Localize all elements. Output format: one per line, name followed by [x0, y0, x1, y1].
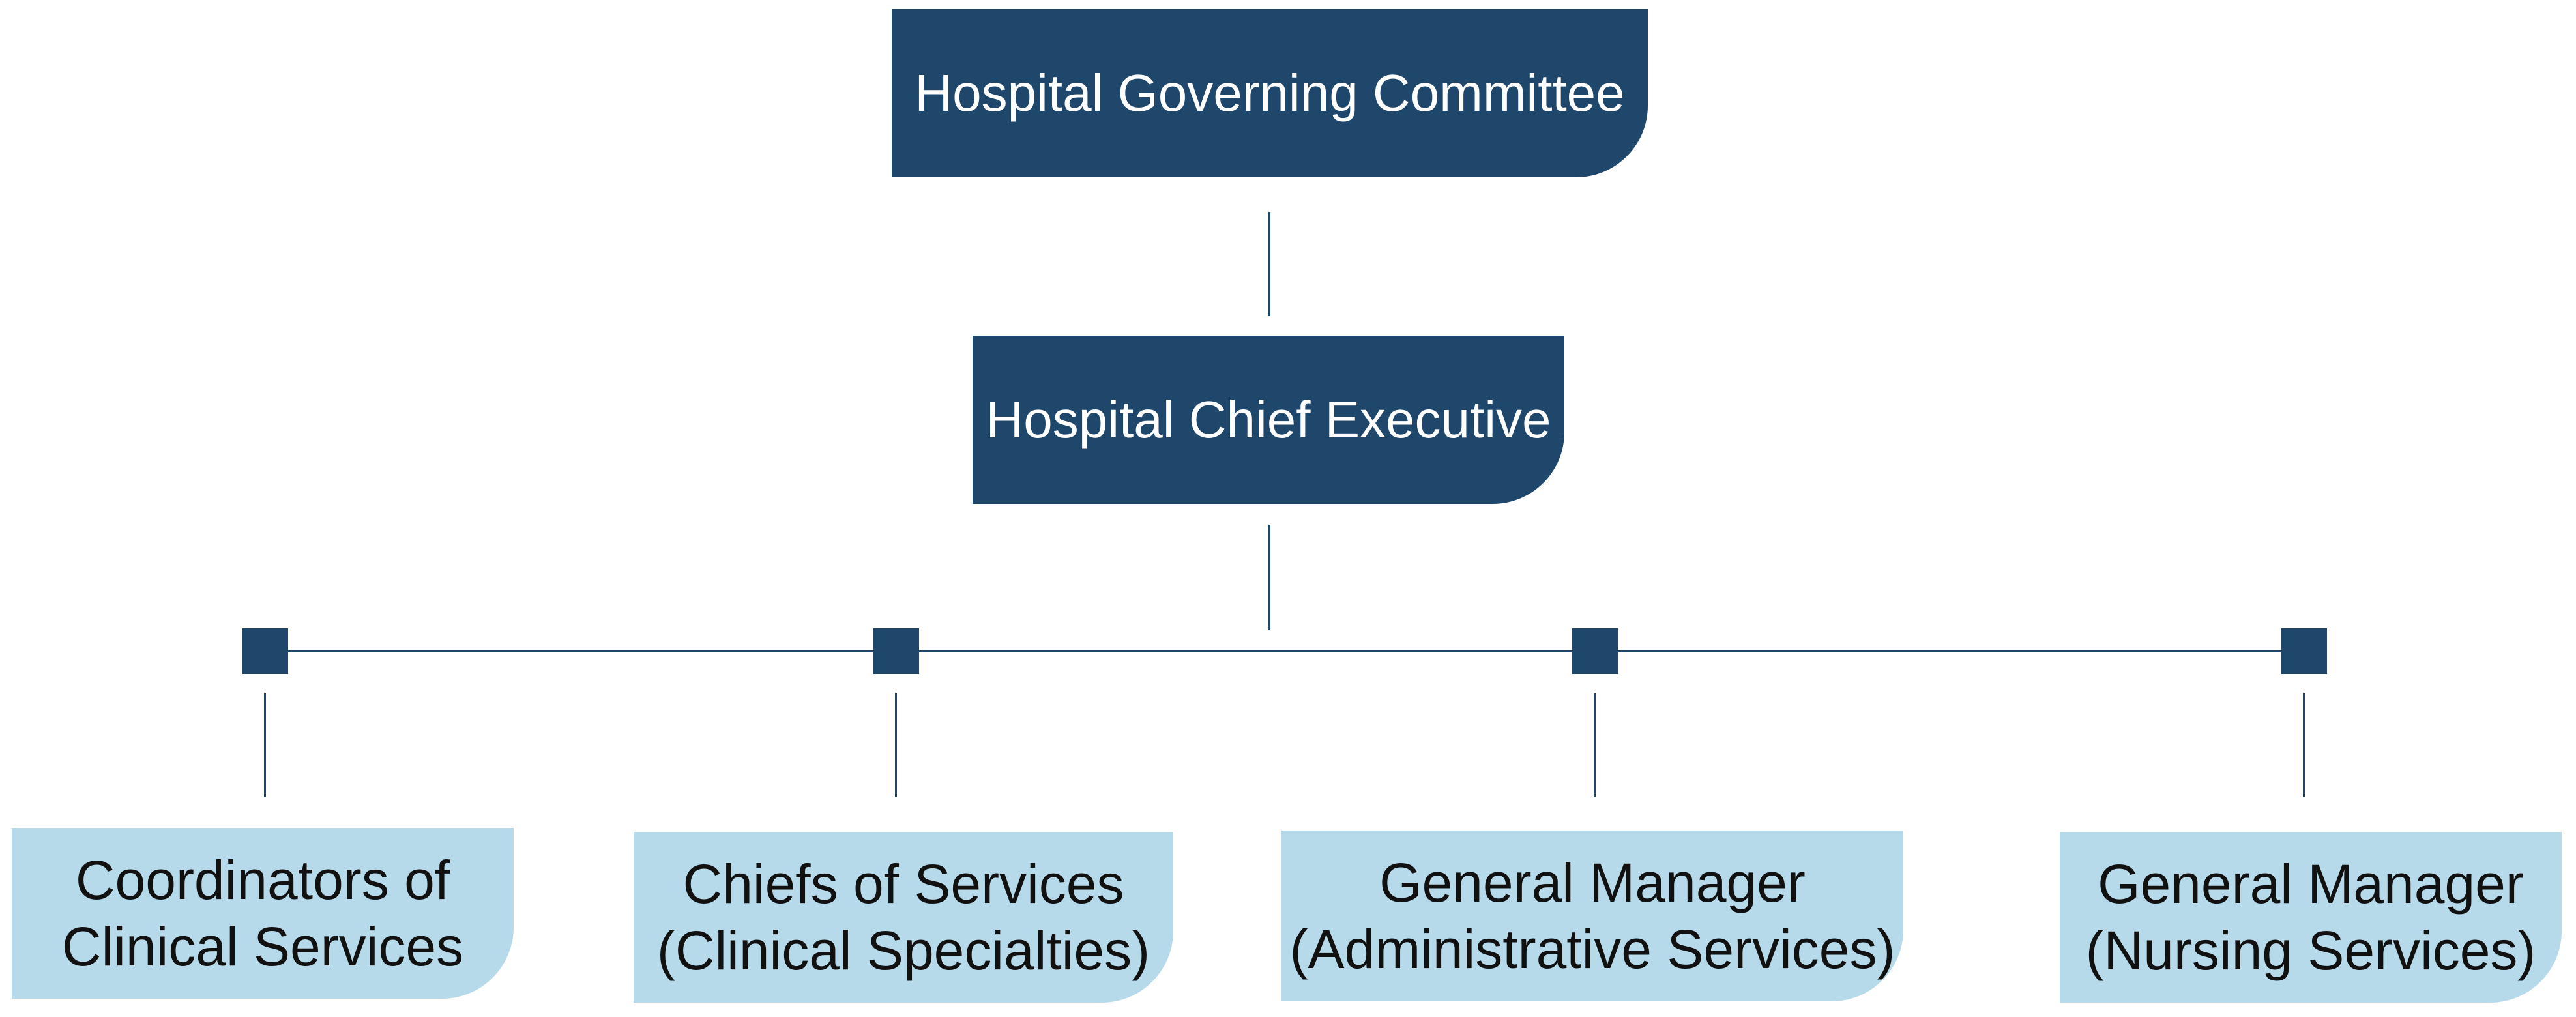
junction-node-3 — [1572, 628, 1618, 674]
governing-committee-label: Hospital Governing Committee — [915, 64, 1625, 122]
junction-node-1 — [242, 628, 288, 674]
department-label-line1: Coordinators of — [75, 849, 450, 911]
chief-executive-label: Hospital Chief Executive — [986, 391, 1551, 449]
connector-executive-bus — [1268, 525, 1270, 630]
drop-line-1 — [264, 693, 266, 797]
department-label-line2: Clinical Services — [61, 916, 464, 977]
department-label-line2: (Clinical Specialties) — [656, 920, 1150, 981]
drop-line-4 — [2303, 693, 2305, 797]
chief-executive-box: Hospital Chief Executive — [973, 336, 1564, 504]
department-box-administrative: General Manager (Administrative Services… — [1281, 831, 1903, 1001]
junction-node-4 — [2281, 628, 2327, 674]
department-label-line2: (Nursing Services) — [2085, 920, 2536, 981]
drop-line-2 — [895, 693, 897, 797]
governing-committee-box: Hospital Governing Committee — [892, 9, 1648, 177]
department-box-nursing: General Manager (Nursing Services) — [2060, 832, 2562, 1003]
department-label-line1: General Manager — [1379, 851, 1806, 913]
department-box-coordinators: Coordinators of Clinical Services — [12, 828, 514, 999]
department-label-line1: Chiefs of Services — [682, 853, 1124, 915]
junction-node-2 — [873, 628, 919, 674]
horizontal-bus-line — [265, 650, 2315, 652]
department-box-chiefs: Chiefs of Services (Clinical Specialties… — [634, 832, 1173, 1003]
department-label-line2: (Administrative Services) — [1289, 919, 1895, 980]
drop-line-3 — [1594, 693, 1596, 797]
connector-top-executive — [1268, 212, 1270, 316]
department-label-line1: General Manager — [2098, 853, 2524, 915]
